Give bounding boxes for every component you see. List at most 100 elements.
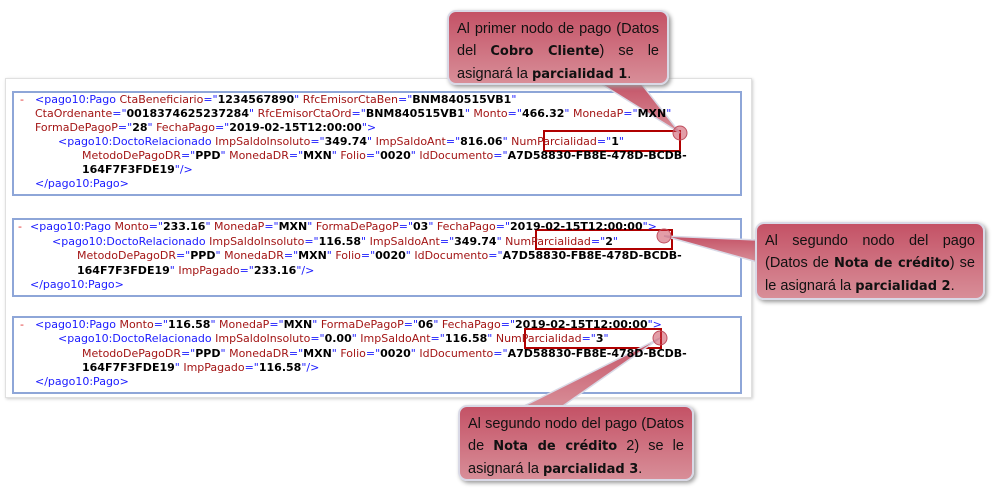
xml-punctuation: " (666, 107, 672, 120)
xml-attribute-value: MXN (637, 107, 667, 120)
xml-attribute-value: 2019-02-15T12:00:00 (510, 220, 643, 233)
xml-attribute-value: MXN (298, 249, 327, 262)
xml-attribute-value: 164F7F3FDE19 (77, 263, 170, 277)
xml-attribute-value: 0020 (375, 249, 406, 262)
xml-punctuation: =" (175, 249, 191, 262)
callout-text: ) se le asignará la (765, 255, 975, 294)
xml-attribute-value: 2019-02-15T12:00:00 (515, 318, 648, 331)
xml-attribute-value: 164F7F3FDE19 (82, 163, 175, 176)
xml-attribute-value: A7D58830-FB8E-478D-BCDB- (507, 149, 687, 162)
xml-punctuation: =" (351, 107, 366, 120)
xml-punctuation: "> (647, 318, 662, 331)
xml-punctuation: " (612, 234, 618, 248)
xml-attribute-value: 233.16 (162, 220, 206, 233)
xml-punctuation: " (215, 249, 225, 262)
callout-bold-text: parcialidad 1 (531, 67, 628, 82)
xml-attribute-value: A7D58830-FB8E-478D-BCDB- (502, 249, 682, 262)
xml-punctuation: =" (488, 249, 503, 262)
xml-punctuation: =" (398, 93, 413, 106)
xml-attribute-name: MetodoDePagoDR (77, 249, 176, 262)
xml-attribute-name: FormaDePagoP (35, 121, 118, 134)
xml-punctuation: " (511, 93, 517, 106)
xml-attribute-name: RfcEmisorCtaBen (302, 93, 399, 106)
xml-attribute-name: FormaDePagoP (315, 220, 399, 233)
xml-punctuation: =" (495, 220, 511, 233)
xml-attribute-name: Folio (335, 249, 361, 262)
xml-punctuation: =" (310, 332, 325, 346)
xml-attribute-name: FormaDePagoP (320, 318, 404, 331)
xml-punctuation: " (249, 107, 258, 120)
xml-attribute-name: MonedaP (219, 318, 270, 331)
xml-attribute-name: ImpSaldoAnt (369, 234, 440, 248)
xml-punctuation: =" (148, 220, 163, 233)
xml-attribute-name: Monto (473, 107, 508, 120)
xml-attribute-value: MXN (303, 346, 332, 360)
xml-line: </pago10:Pago> (35, 177, 129, 191)
xml-punctuation: "/> (301, 360, 320, 374)
xml-punctuation: " (405, 249, 415, 262)
xml-attribute-value: MXN (283, 318, 313, 331)
xml-tag: <pago10:DoctoRelacionado (58, 135, 216, 148)
xml-attribute-name: NumParcialidad (505, 234, 591, 248)
xml-punctuation: " (307, 220, 316, 233)
xml-punctuation: " (174, 360, 184, 374)
xml-tag: <pago10:DoctoRelacionado (58, 332, 216, 346)
xml-punctuation: =" (269, 318, 284, 331)
xml-punctuation: =" (304, 234, 319, 248)
xml-punctuation: " (464, 107, 474, 120)
xml-punctuation: " (331, 149, 341, 162)
xml-attribute-value: 3 (595, 332, 604, 346)
xml-punctuation: =" (500, 318, 516, 331)
xml-punctuation: =" (507, 107, 522, 120)
xml-attribute-name: ImpPagado (178, 263, 240, 277)
xml-line: FormaDePagoP="28" FechaPago="2019-02-15T… (35, 121, 376, 135)
xml-punctuation: =" (203, 93, 218, 106)
callout-1: Al primer nodo de pago (Datos del Cobro … (447, 10, 669, 85)
xml-punctuation: " (428, 220, 437, 233)
xml-attribute-name: CtaBeneficiario (119, 93, 204, 106)
xml-attribute-value: 06 (418, 318, 434, 331)
xml-attribute-name: MonedaP (214, 220, 265, 233)
xml-punctuation: "/> (296, 263, 315, 277)
xml-attribute-value: 0018374625237284 (126, 107, 249, 120)
callout-text: Al segundo nodo del pago (Datos de (468, 416, 684, 454)
xml-punctuation: =" (493, 149, 508, 162)
xml-punctuation: =" (430, 332, 445, 346)
xml-attribute-value: MXN (303, 149, 332, 162)
xml-punctuation: =" (180, 346, 196, 360)
xml-punctuation: =" (493, 346, 508, 360)
xml-punctuation: " (294, 93, 303, 106)
xml-punctuation: " (147, 121, 157, 134)
xml-punctuation: " (169, 263, 179, 277)
xml-punctuation: " (205, 220, 214, 233)
xml-punctuation: " (351, 332, 361, 346)
xml-punctuation: =" (596, 135, 612, 148)
xml-punctuation: " (326, 249, 336, 262)
collapse-toggle[interactable]: - (20, 93, 24, 106)
xml-attribute-value: 28 (132, 121, 148, 134)
xml-punctuation: " (331, 346, 341, 360)
xml-tag: <pago10:Pago (35, 93, 120, 106)
xml-punctuation: =" (581, 332, 596, 346)
xml-attribute-value: 2 (605, 234, 613, 248)
xml-attribute-value: 164F7F3FDE19 (82, 360, 175, 374)
xml-attribute-name: Folio (340, 346, 366, 360)
xml-punctuation: " (312, 318, 321, 331)
xml-punctuation: "/> (174, 163, 193, 176)
xml-attribute-name: ImpPagado (183, 360, 245, 374)
callout-text: Al segundo nodo del pago (Datos de (765, 233, 975, 271)
collapse-toggle[interactable]: - (20, 318, 24, 331)
collapse-toggle[interactable]: - (18, 220, 22, 233)
xml-punctuation: " (496, 234, 506, 248)
xml-attribute-name: NumParcialidad (495, 332, 582, 346)
xml-line: 164F7F3FDE19"/> (82, 163, 193, 177)
xml-line: MetodoDePagoDR="PPD" MonedaDR="MXN" Foli… (77, 249, 682, 263)
xml-punctuation: =" (623, 107, 638, 120)
xml-line: 164F7F3FDE19" ImpPagado="233.16"/> (77, 264, 314, 278)
xml-attribute-name: ImpSaldoAnt (360, 332, 431, 346)
xml-punctuation: =" (360, 249, 376, 262)
xml-attribute-value: BNM840515VB1 (365, 107, 465, 120)
xml-attribute-value: 0.00 (324, 332, 352, 346)
callout-text: . (950, 278, 955, 294)
xml-attribute-name: MonedaP (572, 107, 624, 120)
